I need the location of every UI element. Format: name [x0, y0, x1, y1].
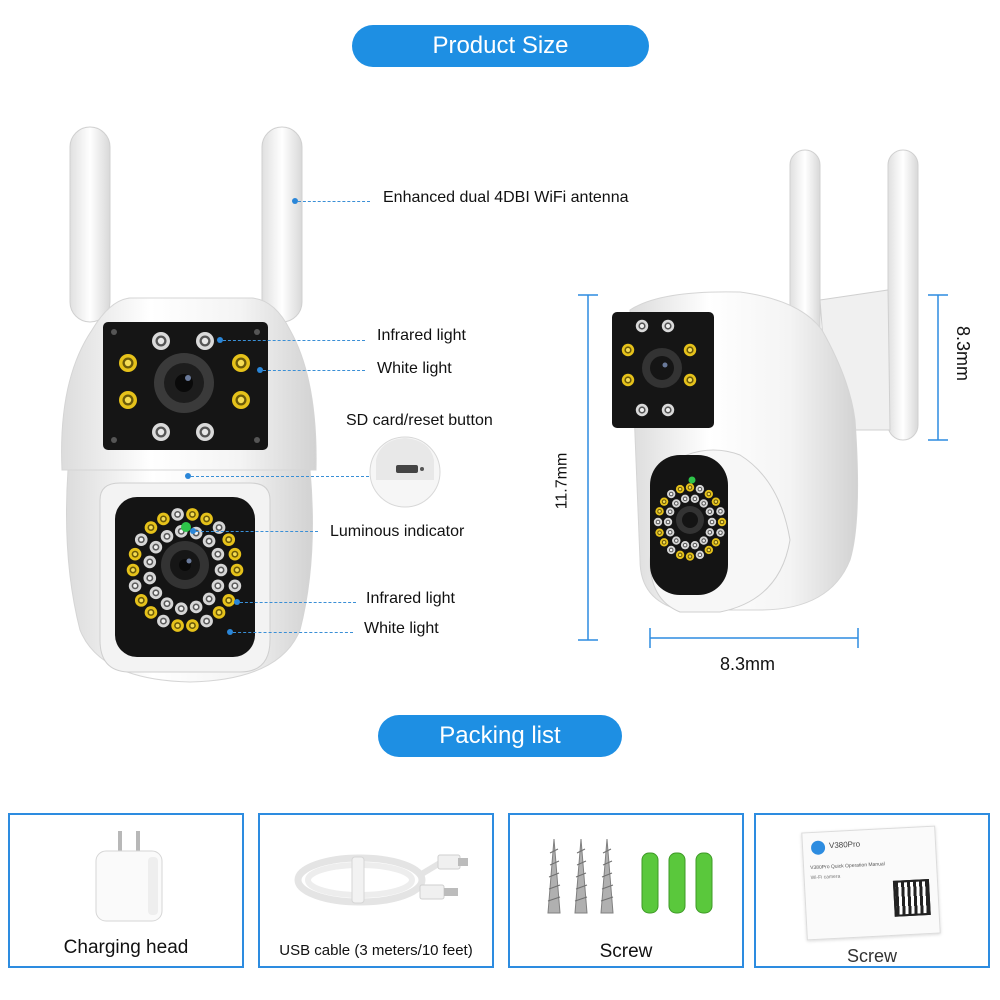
dimension-width: 8.3mm: [720, 654, 776, 674]
product-size-heading: Product Size: [352, 25, 649, 67]
manual-title: V380Pro Quick Operation Manual: [809, 861, 885, 872]
callout-indicator: Luminous indicator: [330, 523, 465, 540]
product-size-heading-label: Product Size: [432, 32, 569, 59]
manual-brand: V380Pro: [828, 839, 861, 851]
pack-item-manual: V380Pro V380Pro Quick Operation Manual W…: [754, 813, 990, 968]
callout-sd-card: SD card/reset button: [346, 412, 493, 429]
screw-icon: [547, 838, 713, 914]
callout-bottom-white: White light: [364, 620, 439, 637]
pack-label-screw: Screw: [599, 941, 653, 962]
left-antenna: [69, 126, 111, 323]
pack-label-manual: Screw: [846, 946, 897, 966]
pack-item-screw: Screw: [508, 813, 744, 968]
pack-label-usb-cable: USB cable (3 meters/10 feet): [279, 942, 473, 959]
pack-label-charging-head: Charging head: [63, 937, 189, 958]
manual-qr-code: [892, 878, 931, 917]
packing-list-heading: Packing list: [378, 715, 622, 757]
packing-list-heading-label: Packing list: [439, 722, 561, 749]
front-camera-illustration: [61, 126, 948, 683]
manual-logo-icon: [810, 840, 826, 856]
dimension-top-height: 8.3mm: [953, 325, 974, 382]
right-antenna: [261, 126, 303, 323]
callout-top-white: White light: [377, 360, 452, 377]
charger-icon: [95, 831, 163, 922]
manual-subtitle: Wi-Fi camera: [810, 873, 841, 882]
callout-antenna: Enhanced dual 4DBI WiFi antenna: [383, 189, 629, 206]
indicator-light: [181, 522, 191, 532]
manual-icon: V380Pro V380Pro Quick Operation Manual W…: [801, 825, 941, 941]
pack-item-charging-head: Charging head: [8, 813, 244, 968]
pack-item-usb-cable: USB cable (3 meters/10 feet): [258, 813, 494, 968]
usb-cable-icon: [294, 854, 468, 906]
callout-bottom-infrared: Infrared light: [366, 590, 455, 607]
callout-top-infrared: Infrared light: [377, 327, 466, 344]
dimension-height: 11.7mm: [553, 452, 571, 510]
